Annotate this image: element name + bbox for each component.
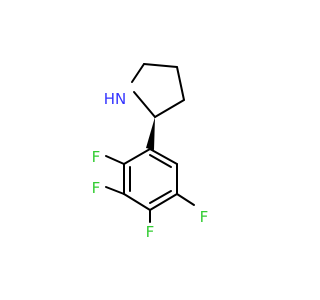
f3-label: F bbox=[146, 223, 155, 241]
bond-ar5-f4 bbox=[176, 193, 195, 206]
bond-double-ar6-ar1 bbox=[149, 154, 172, 168]
stereo-wedge-bond bbox=[146, 117, 155, 150]
bond-c3-c4 bbox=[176, 66, 185, 101]
bond-ar6-ar1 bbox=[149, 148, 178, 165]
f1-label: F bbox=[92, 148, 101, 166]
bond-ar1-ar2 bbox=[123, 148, 151, 165]
f4-label: F bbox=[200, 208, 209, 226]
molecule-structure: HN F F F F bbox=[91, 63, 209, 241]
f2-label: F bbox=[92, 179, 101, 197]
bond-c4-c5 bbox=[143, 63, 178, 68]
bond-ar3-ar4 bbox=[123, 193, 151, 211]
bond-ar3-f2 bbox=[105, 186, 125, 195]
nh-label: HN bbox=[104, 90, 127, 108]
bond-n-c2 bbox=[133, 91, 156, 118]
bond-double-ar4-ar5 bbox=[149, 190, 172, 204]
bond-group bbox=[105, 63, 195, 223]
bond-c2-c3 bbox=[154, 99, 185, 118]
bond-ar4-ar5 bbox=[149, 193, 178, 211]
bond-ar2-f1 bbox=[105, 155, 125, 165]
bond-c5-n bbox=[131, 63, 145, 83]
